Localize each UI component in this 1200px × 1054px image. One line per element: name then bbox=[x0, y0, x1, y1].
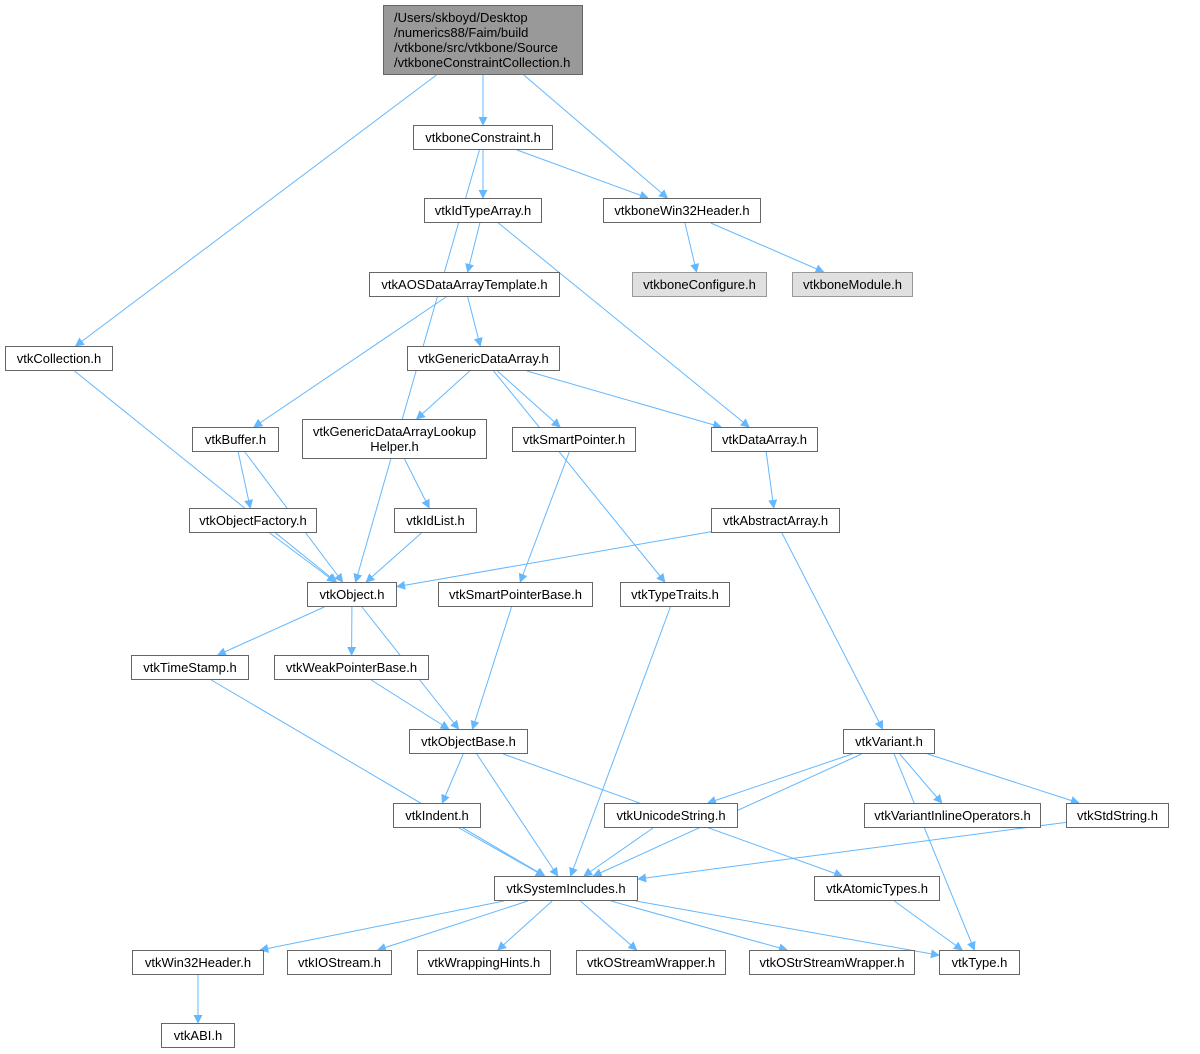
node-vtkostreamwrapper[interactable]: vtkOStreamWrapper.h bbox=[576, 950, 726, 975]
edge-vtkObjectFactory-to-vtkObject bbox=[269, 532, 336, 583]
node-vtkabstractarray[interactable]: vtkAbstractArray.h bbox=[711, 508, 840, 533]
node-vtkboneconfigure[interactable]: vtkboneConfigure.h bbox=[632, 272, 767, 297]
node-vtkaosdataarraytemplate[interactable]: vtkAOSDataArrayTemplate.h bbox=[369, 272, 560, 297]
node-vtkbuffer[interactable]: vtkBuffer.h bbox=[192, 427, 279, 452]
edge-vtkboneWin32Header-to-vtkboneConfigure bbox=[684, 222, 700, 273]
edge-vtkObjectBase-to-vtkSystemIncludes bbox=[476, 753, 559, 877]
edge-vtkVariant-to-vtkUnicodeString bbox=[706, 753, 853, 805]
edge-vtkSystemIncludes-to-vtkWrappingHints bbox=[497, 900, 553, 951]
edge-vtkIdTypeArray-to-vtkDataArray bbox=[498, 222, 750, 428]
node-vtkiostream[interactable]: vtkIOStream.h bbox=[287, 950, 392, 975]
edge-vtkSmartPointerBase-to-vtkObjectBase bbox=[470, 606, 512, 730]
node-vtktype[interactable]: vtkType.h bbox=[939, 950, 1020, 975]
node-vtkstdstring[interactable]: vtkStdString.h bbox=[1066, 803, 1169, 828]
node-vtkbonemodule[interactable]: vtkboneModule.h bbox=[792, 272, 913, 297]
node-vtkgenericdataarray[interactable]: vtkGenericDataArray.h bbox=[407, 346, 560, 371]
edge-vtkVariant-to-vtkVariantInlineOperators bbox=[899, 753, 943, 804]
node-vtkatomictypes[interactable]: vtkAtomicTypes.h bbox=[814, 876, 940, 901]
edge-vtkVariant-to-vtkType bbox=[893, 753, 976, 951]
edge-vtkVariant-to-vtkStdString bbox=[927, 753, 1080, 805]
node-vtkindent[interactable]: vtkIndent.h bbox=[393, 803, 481, 828]
edge-vtkBuffer-to-vtkObjectFactory bbox=[237, 451, 253, 509]
edge-root-to-vtkboneWin32Header bbox=[523, 74, 669, 199]
edge-vtkObject-to-vtkTimeStamp bbox=[216, 606, 325, 656]
edge-vtkAtomicTypes-to-vtkType bbox=[894, 900, 963, 951]
edge-vtkGenericDataArray-to-vtkGenericDataArrayLookupHelper bbox=[415, 370, 471, 420]
edge-vtkAOSDataArrayTemplate-to-vtkBuffer bbox=[253, 296, 447, 428]
node-vtkgenericdataarraylookuphelper[interactable]: vtkGenericDataArrayLookup Helper.h bbox=[302, 419, 487, 459]
node-vtkunicodestring[interactable]: vtkUnicodeString.h bbox=[604, 803, 738, 828]
edge-vtkboneWin32Header-to-vtkboneModule bbox=[710, 222, 825, 273]
edge-vtkTimeStamp-to-vtkSystemIncludes bbox=[211, 679, 546, 877]
node-root-file[interactable]: /Users/skboyd/Desktop /numerics88/Faim/b… bbox=[383, 5, 583, 75]
edge-vtkGenericDataArray-to-vtkTypeTraits bbox=[493, 370, 666, 583]
edge-vtkCollection-to-vtkObject bbox=[74, 370, 338, 583]
edge-vtkSystemIncludes-to-vtkType bbox=[635, 900, 940, 959]
node-vtkweakpointerbase[interactable]: vtkWeakPointerBase.h bbox=[274, 655, 429, 680]
edge-vtkDataArray-to-vtkAbstractArray bbox=[765, 451, 778, 509]
node-vtkidtypearray[interactable]: vtkIdTypeArray.h bbox=[424, 198, 542, 223]
node-vtktimestamp[interactable]: vtkTimeStamp.h bbox=[131, 655, 249, 680]
edge-vtkIdTypeArray-to-vtkAOSDataArrayTemplate bbox=[465, 222, 481, 273]
edge-vtkSystemIncludes-to-vtkOStrStreamWrapper bbox=[610, 900, 788, 953]
node-vtkdataarray[interactable]: vtkDataArray.h bbox=[711, 427, 818, 452]
node-vtkobjectfactory[interactable]: vtkObjectFactory.h bbox=[189, 508, 317, 533]
node-vtkostrstreamwrapper[interactable]: vtkOStrStreamWrapper.h bbox=[749, 950, 915, 975]
node-vtkbonewin32header[interactable]: vtkboneWin32Header.h bbox=[603, 198, 761, 223]
edge-vtkStdString-to-vtkSystemIncludes bbox=[637, 821, 1067, 883]
edge-vtkSmartPointer-to-vtkSmartPointerBase bbox=[518, 451, 570, 583]
node-vtkwrappinghints[interactable]: vtkWrappingHints.h bbox=[417, 950, 551, 975]
edge-vtkGenericDataArray-to-vtkSmartPointer bbox=[497, 370, 561, 428]
node-vtkobjectbase[interactable]: vtkObjectBase.h bbox=[409, 729, 528, 754]
edge-vtkAbstractArray-to-vtkVariant bbox=[781, 532, 884, 730]
edge-vtkObjectBase-to-vtkIndent bbox=[441, 753, 464, 804]
edge-vtkGenericDataArrayLookupHelper-to-vtkIdList bbox=[404, 458, 430, 509]
edge-vtkAbstractArray-to-vtkObject bbox=[396, 531, 712, 590]
edge-vtkWeakPointerBase-to-vtkObjectBase bbox=[370, 679, 450, 730]
node-vtksystemincludes[interactable]: vtkSystemIncludes.h bbox=[494, 876, 638, 901]
edge-vtkboneConstraint-to-vtkboneWin32Header bbox=[516, 149, 649, 200]
node-vtksmartpointerbase[interactable]: vtkSmartPointerBase.h bbox=[438, 582, 593, 607]
edge-vtkIndent-to-vtkSystemIncludes bbox=[458, 827, 545, 877]
node-vtkwin32header[interactable]: vtkWin32Header.h bbox=[132, 950, 264, 975]
node-vtksmartpointer[interactable]: vtkSmartPointer.h bbox=[512, 427, 636, 452]
edge-vtkSystemIncludes-to-vtkIOStream bbox=[376, 900, 528, 952]
node-vtktypetraits[interactable]: vtkTypeTraits.h bbox=[620, 582, 730, 607]
edge-vtkUnicodeString-to-vtkSystemIncludes bbox=[583, 827, 654, 877]
edge-vtkIdList-to-vtkObject bbox=[365, 532, 422, 583]
node-vtkidlist[interactable]: vtkIdList.h bbox=[394, 508, 477, 533]
edge-vtkGenericDataArray-to-vtkDataArray bbox=[526, 370, 723, 430]
edge-vtkTypeTraits-to-vtkSystemIncludes bbox=[569, 606, 671, 877]
edge-vtkSystemIncludes-to-vtkWin32Header bbox=[259, 900, 504, 953]
node-vtkcollection[interactable]: vtkCollection.h bbox=[5, 346, 113, 371]
node-vtkabi[interactable]: vtkABI.h bbox=[161, 1023, 235, 1048]
node-vtkobject[interactable]: vtkObject.h bbox=[307, 582, 397, 607]
node-vtkvariantinlineoperators[interactable]: vtkVariantInlineOperators.h bbox=[864, 803, 1041, 828]
edge-root-to-vtkCollection bbox=[74, 74, 437, 347]
node-vtkboneconstraint[interactable]: vtkboneConstraint.h bbox=[413, 125, 553, 150]
edge-vtkSystemIncludes-to-vtkOStreamWrapper bbox=[580, 900, 638, 951]
edge-vtkAOSDataArrayTemplate-to-vtkGenericDataArray bbox=[467, 296, 483, 347]
node-vtkvariant[interactable]: vtkVariant.h bbox=[843, 729, 935, 754]
